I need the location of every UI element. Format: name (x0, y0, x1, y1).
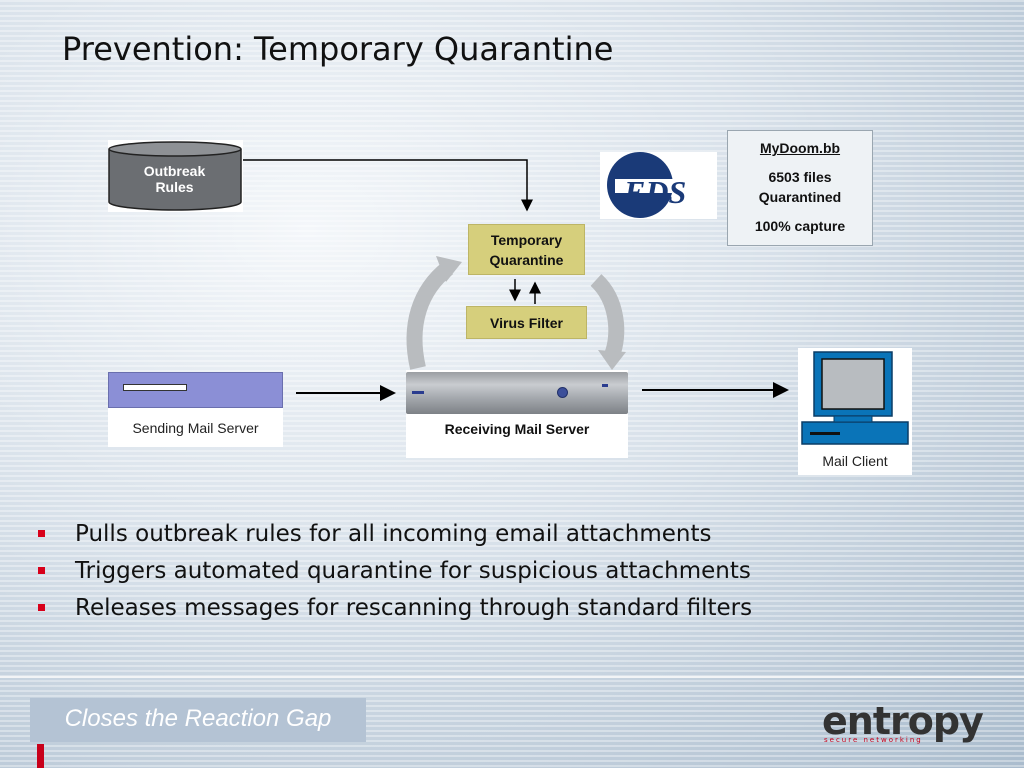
tagline: Closes the Reaction Gap (64, 705, 332, 732)
curved-up-arrow (406, 261, 454, 370)
files-count: 6503 files (768, 169, 832, 185)
receiving-mail-server: Receiving Mail Server (406, 370, 628, 458)
server-icon (406, 372, 628, 414)
bullet-list: Pulls outbreak rules for all incoming em… (38, 516, 752, 627)
tagline-box (30, 698, 366, 742)
bullet-icon (38, 530, 45, 537)
mydoom-title: MyDoom.bb (759, 140, 841, 156)
temporary-quarantine-line2: Quarantine (489, 251, 564, 268)
server-icon (108, 372, 283, 408)
receiving-mail-server-label: Receiving Mail Server (444, 421, 590, 437)
accent-bar (37, 744, 44, 768)
bullet-item: Triggers automated quarantine for suspic… (38, 553, 752, 590)
mydoom-stats-box: MyDoom.bb 6503 files Quarantined 100% ca… (727, 130, 873, 246)
rules-to-quarantine-arrow (243, 159, 533, 212)
entropy-logo-text: entropy (822, 700, 984, 743)
virus-filter-box: Virus Filter (466, 306, 587, 339)
mail-client-label: Mail Client (822, 453, 888, 469)
sending-mail-server: Sending Mail Server (108, 372, 283, 447)
entropy-logo: entropy secure networking (822, 700, 985, 744)
capture-rate: 100% capture (754, 218, 846, 234)
outbreak-rules-label: Outbreak Rules (143, 163, 206, 195)
sending-mail-server-label: Sending Mail Server (132, 420, 259, 436)
files-quarantined-text: 6503 files Quarantined (728, 167, 872, 207)
footer-divider (0, 676, 1024, 678)
temporary-quarantine-box: Temporary Quarantine (468, 224, 585, 275)
bullet-icon (38, 567, 45, 574)
eds-logo-text: EDS (623, 174, 686, 210)
curved-down-arrow (590, 274, 625, 358)
bullet-icon (38, 604, 45, 611)
eds-logo: EDS (600, 152, 717, 219)
files-quarantined-label: Quarantined (758, 189, 842, 205)
temporary-quarantine-line1: Temporary (490, 231, 563, 248)
bullet-item: Pulls outbreak rules for all incoming em… (38, 516, 752, 553)
mail-client: Mail Client (798, 348, 912, 475)
outbreak-rules-database (108, 140, 243, 212)
bullet-item: Releases messages for rescanning through… (38, 590, 752, 627)
database-icon (108, 141, 242, 211)
computer-icon (801, 351, 909, 445)
entropy-logo-subtext: secure networking (824, 736, 923, 744)
slide-title: Prevention: Temporary Quarantine (62, 30, 614, 68)
